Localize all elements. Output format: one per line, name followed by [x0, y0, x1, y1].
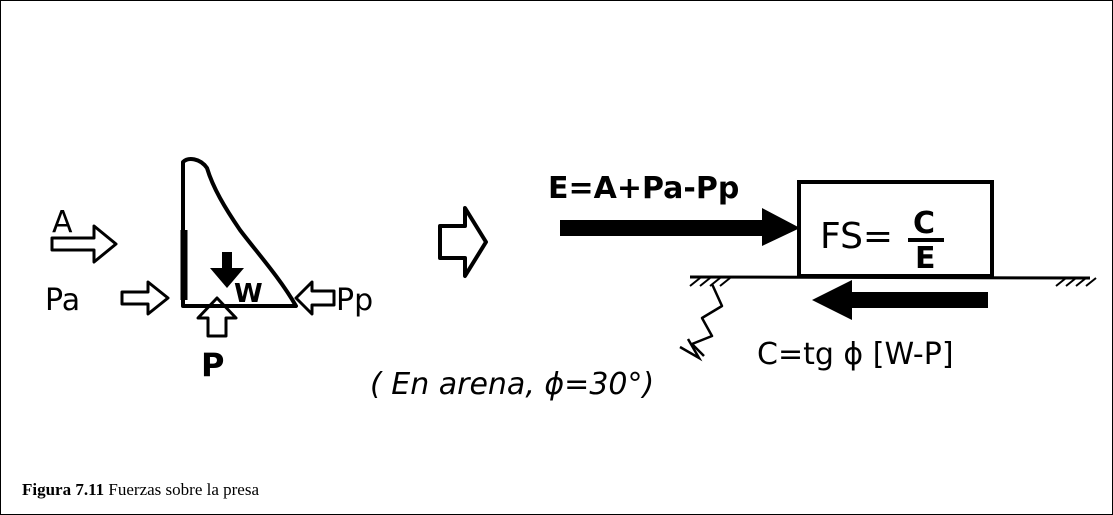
pp-arrow [294, 280, 336, 316]
implies-arrow [438, 206, 488, 278]
weight-label: W [234, 279, 263, 309]
thrust-a-arrow [50, 224, 118, 264]
ground-hatch-right [1055, 277, 1097, 287]
thrust-a-label: A [52, 205, 73, 240]
fs-numerator: C [913, 206, 935, 241]
driving-force-arrow [560, 208, 800, 246]
uplift-label: P [201, 346, 224, 384]
uplift-arrow [196, 296, 238, 338]
ground-line [689, 275, 1091, 280]
zigzag-pointer-head [679, 338, 703, 362]
fs-prefix: FS= [820, 216, 893, 257]
resisting-force-label: C=tg ϕ [W-P] [757, 337, 954, 372]
pa-label: Pa [45, 283, 80, 318]
dam-outline [181, 157, 298, 308]
caption-number: Figura 7.11 [22, 480, 105, 499]
zigzag-pointer [690, 283, 724, 357]
figure-caption: Figura 7.11 Fuerzas sobre la presa [22, 480, 259, 500]
sliding-block [797, 180, 994, 278]
caption-text: Fuerzas sobre la presa [108, 480, 259, 499]
weight-arrow [210, 252, 244, 288]
fs-denominator: E [915, 241, 936, 276]
ground-hatch-left [689, 277, 731, 287]
sand-note-label: ( En arena, ϕ=30°) [370, 367, 654, 402]
pa-arrow [120, 280, 170, 316]
driving-force-label: E=A+Pa-Pp [548, 171, 739, 206]
pp-label: Pp [336, 283, 373, 318]
resisting-force-arrow [812, 280, 988, 320]
